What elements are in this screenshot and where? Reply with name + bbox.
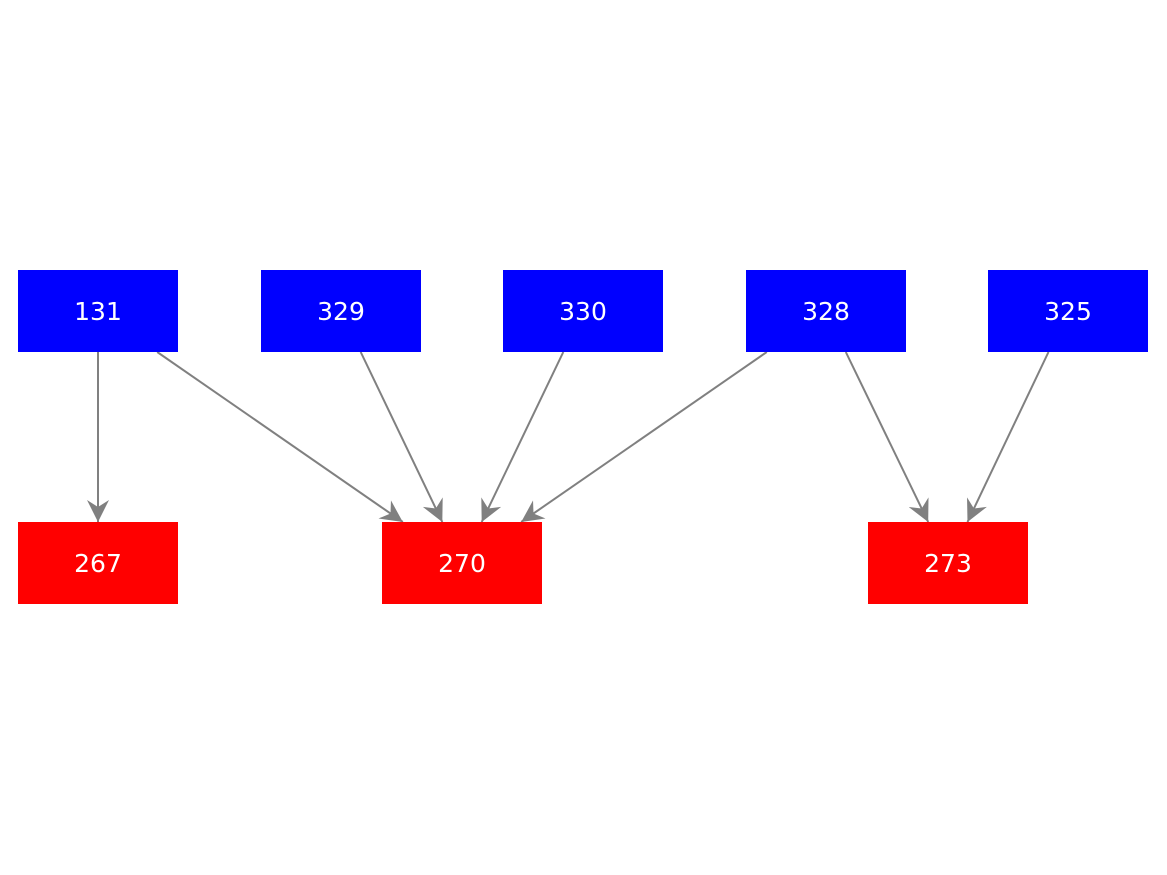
edge-328-273 [844,351,930,523]
node-273: 273 [868,522,1028,604]
edge-325-273 [966,351,1050,523]
node-328: 328 [746,270,906,352]
node-330: 330 [503,270,663,352]
node-325: 325 [988,270,1148,352]
node-label-131: 131 [74,296,122,326]
node-270: 270 [382,522,542,604]
node-label-267: 267 [74,548,122,578]
node-label-325: 325 [1044,296,1092,326]
node-label-329: 329 [317,296,365,326]
edge-131-270 [156,351,404,523]
node-329: 329 [261,270,421,352]
node-131: 131 [18,270,178,352]
node-label-328: 328 [802,296,850,326]
node-label-330: 330 [559,296,607,326]
edge-329-270 [359,351,444,523]
node-267: 267 [18,522,178,604]
edge-330-270 [480,351,565,523]
edges-group [87,351,1050,523]
node-label-273: 273 [924,548,972,578]
node-label-270: 270 [438,548,486,578]
edge-328-270 [520,351,768,523]
